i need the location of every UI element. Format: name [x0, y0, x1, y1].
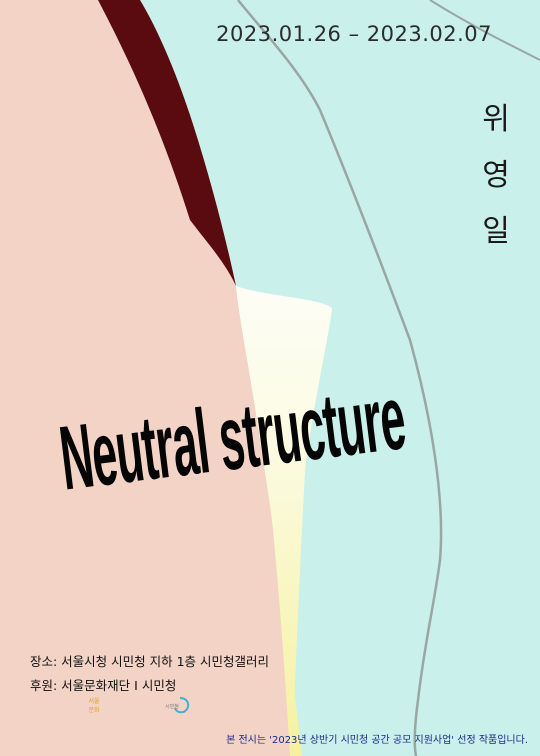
citizens-hall-logo: 시민청	[165, 697, 190, 714]
venue-text: 장소: 서울시청 시민청 지하 1층 시민청갤러리	[30, 654, 270, 669]
seoul-foundation-logo: 서울 문화	[88, 697, 100, 714]
svg-text:시민청: 시민청	[165, 703, 179, 710]
svg-text:서울: 서울	[88, 697, 100, 705]
artist-char-1: 위	[482, 102, 510, 137]
maroon-stripe	[98, 0, 236, 286]
artist-name: 위 영 일	[470, 92, 522, 260]
top-corner-line	[429, 0, 540, 61]
exhibition-dates: 2023.01.26 – 2023.02.07	[216, 22, 492, 46]
artist-char-2: 영	[482, 158, 510, 193]
vase-fill	[236, 286, 332, 756]
sponsor-text: 후원: 서울문화재단 I 시민청	[30, 678, 177, 693]
thin-curve-line	[237, 0, 443, 756]
exhibition-info: 장소: 서울시청 시민청 지하 1층 시민청갤러리 후원: 서울문화재단 I 시…	[30, 650, 269, 698]
svg-text:문화: 문화	[88, 707, 100, 714]
artist-char-3: 일	[482, 214, 510, 249]
footnote-text: 본 전시는 '2023년 상반기 시민청 공간 공모 지원사업' 선정 작품입니…	[226, 735, 528, 746]
